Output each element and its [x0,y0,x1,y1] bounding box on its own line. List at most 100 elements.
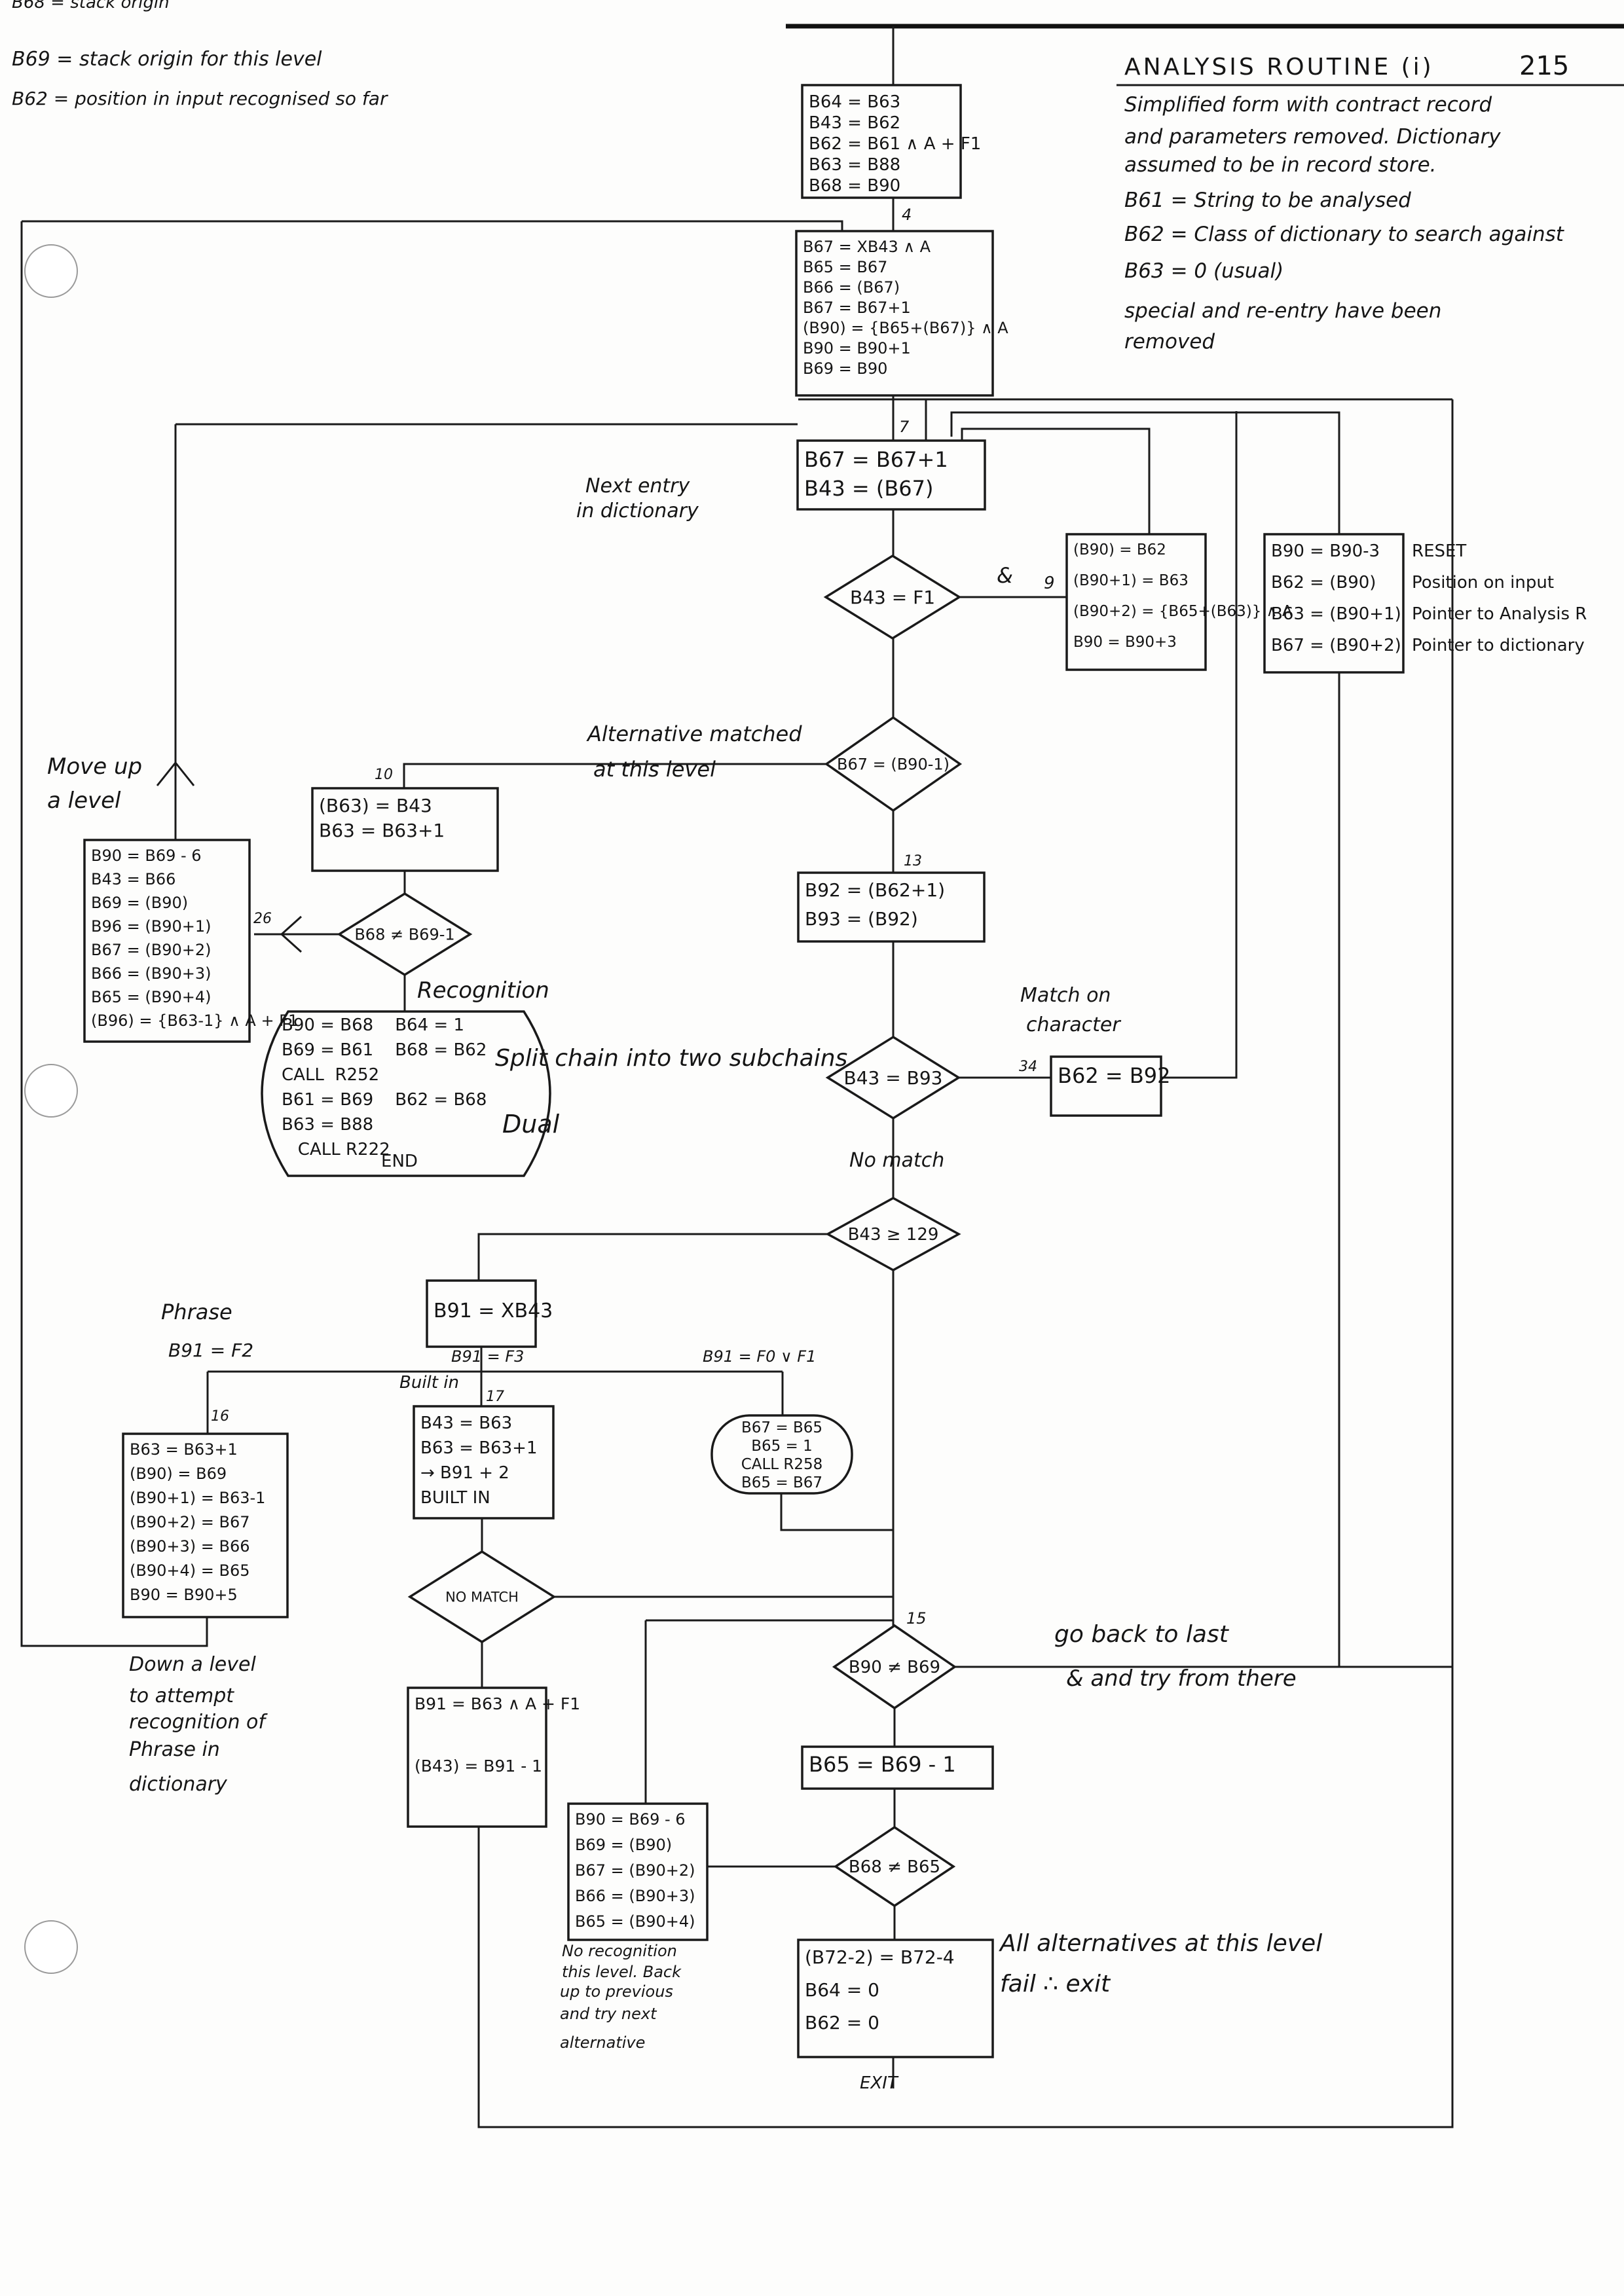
recog-line: B61 = B69 B62 = B68 [282,1090,487,1110]
recog-line: B90 = B68 B64 = 1 [282,1015,464,1035]
reset-line: B90 = B90-3 [1271,541,1380,561]
process-box-n13 [797,871,986,943]
label-exit: EXIT [860,2073,899,2093]
nback-line: B67 = (B90+2) [575,1861,695,1880]
top-note: B68 = stack origin [12,0,170,12]
label-built-in: Built in [399,1373,459,1393]
nback-line: B69 = (B90) [575,1836,672,1854]
n16-line: (B90+3) = B66 [130,1537,249,1556]
label-c34: 34 [1019,1059,1037,1075]
label-f2: B91 = F2 [168,1339,253,1361]
n4-line: B69 = B90 [803,359,887,378]
decision-diamond-d15 [832,1624,957,1710]
decision-diamond-d3 [337,892,473,977]
label-c13: 13 [904,853,922,869]
decision-diamond-d1 [823,554,962,640]
n17-line: B43 = B63 [420,1413,512,1433]
description-line: and parameters removed. Dictionary [1124,125,1501,149]
connector-line [22,220,843,231]
connector-line [477,1233,828,1281]
n16-line: B90 = B90+5 [130,1586,238,1604]
label-norec-5: alternative [560,2033,645,2052]
n34-line: B62 = B92 [1058,1063,1171,1088]
top-note: B69 = stack origin for this level [12,48,322,71]
n65-line: B65 = B69 - 1 [809,1752,956,1777]
init-line: B63 = B88 [809,155,900,175]
n4-line: B67 = XB43 ∧ A [803,238,931,256]
n17-line: BUILT IN [420,1488,490,1508]
nexit-line: B64 = 0 [805,1979,879,2001]
punch-hole [24,244,78,298]
label-down-2: to attempt [129,1685,234,1707]
n26-line: B43 = B66 [91,870,175,888]
decision-diamond-dnm [407,1550,557,1644]
n4-line: B67 = B67+1 [803,299,911,317]
terminal-box-recognition [261,1010,551,1177]
init-line: B62 = B61 ∧ A + F1 [809,134,981,154]
label-allalt-1: All alternatives at this level [999,1930,1322,1957]
n16-line: (B90) = B69 [130,1465,227,1483]
connector-line [280,915,303,953]
connector-line [780,1493,893,1531]
label-recognition: Recognition [417,977,549,1004]
n26-line: B67 = (B90+2) [91,941,211,959]
connectors [20,24,1624,2128]
process-box-n91 [426,1279,537,1348]
nback-line: B66 = (B90+3) [575,1887,695,1905]
n16-line: (B90+2) = B67 [130,1513,249,1531]
top-note: B62 = position in input recognised so fa… [12,88,388,109]
punch-hole [24,1064,78,1118]
description-line: assumed to be in record store. [1124,153,1437,177]
process-box-nexit [797,1939,994,2058]
punch-holes [24,244,78,1974]
process-box-n7 [796,439,986,511]
d5-line: B43 ≥ 129 [848,1225,939,1245]
recog-line: B69 = B61 B68 = B62 [282,1040,487,1060]
label-phrase: Phrase [161,1300,232,1324]
label-norec-3: up to previous [560,1982,673,2001]
description-line: B63 = 0 (usual) [1124,259,1283,283]
recog-line: END [381,1152,418,1171]
decision-diamond-d2 [824,716,963,812]
n91-line: B91 = XB43 [434,1300,553,1322]
init-line: B64 = B63 [809,92,900,112]
dnm-line: NO MATCH [445,1589,519,1605]
description-line: removed [1124,330,1215,354]
label-allalt-2: fail ∴ exit [1000,1971,1111,1997]
n4-line: B66 = (B67) [803,278,900,297]
label-c16: 16 [211,1408,229,1425]
n26-line: B66 = (B90+3) [91,964,211,983]
label-next-entry-1: Next entry [585,475,691,498]
process-box-init [801,84,962,199]
label-norec-1: No recognition [562,1942,677,1960]
nback-line: B90 = B69 - 6 [575,1810,686,1829]
n4-line: B90 = B90+1 [803,339,911,357]
n26-line: B65 = (B90+4) [91,988,211,1006]
description-line: B62 = Class of dictionary to search agai… [1124,223,1565,246]
process-box-n34 [1050,1055,1162,1117]
n16-line: B63 = B63+1 [130,1440,238,1459]
n9-line: B90 = B90+3 [1073,634,1177,651]
label-dual: Dual [502,1110,560,1139]
label-move-1: Move up [47,754,142,780]
label-c15: 15 [906,1609,927,1628]
d1-line: B43 = F1 [850,587,935,608]
n9-line: (B90) = B62 [1073,541,1166,558]
nexit-line: B62 = 0 [805,2012,879,2033]
label-f0f1: B91 = F0 ∨ F1 [703,1347,816,1366]
r258-line: B65 = 1 [751,1438,813,1455]
description-line: Simplified form with contract record [1124,93,1492,117]
label-match-1: Match on [1020,984,1111,1007]
decision-diamond-d68 [833,1825,956,1908]
reset_notes-line: Position on input [1412,573,1554,592]
r258-line: B67 = B65 [741,1419,822,1436]
n16-line: (B90+1) = B63-1 [130,1489,265,1507]
nback-line: B65 = (B90+4) [575,1912,695,1931]
reset_notes-line: RESET [1412,541,1466,561]
label-move-2: a level [47,788,121,814]
reset-line: B62 = (B90) [1271,573,1376,592]
d15-line: B90 ≠ B69 [849,1658,940,1677]
n17-line: → B91 + 2 [420,1463,509,1483]
n7-line: B43 = (B67) [804,476,933,501]
n17-line: B63 = B63+1 [420,1438,537,1458]
